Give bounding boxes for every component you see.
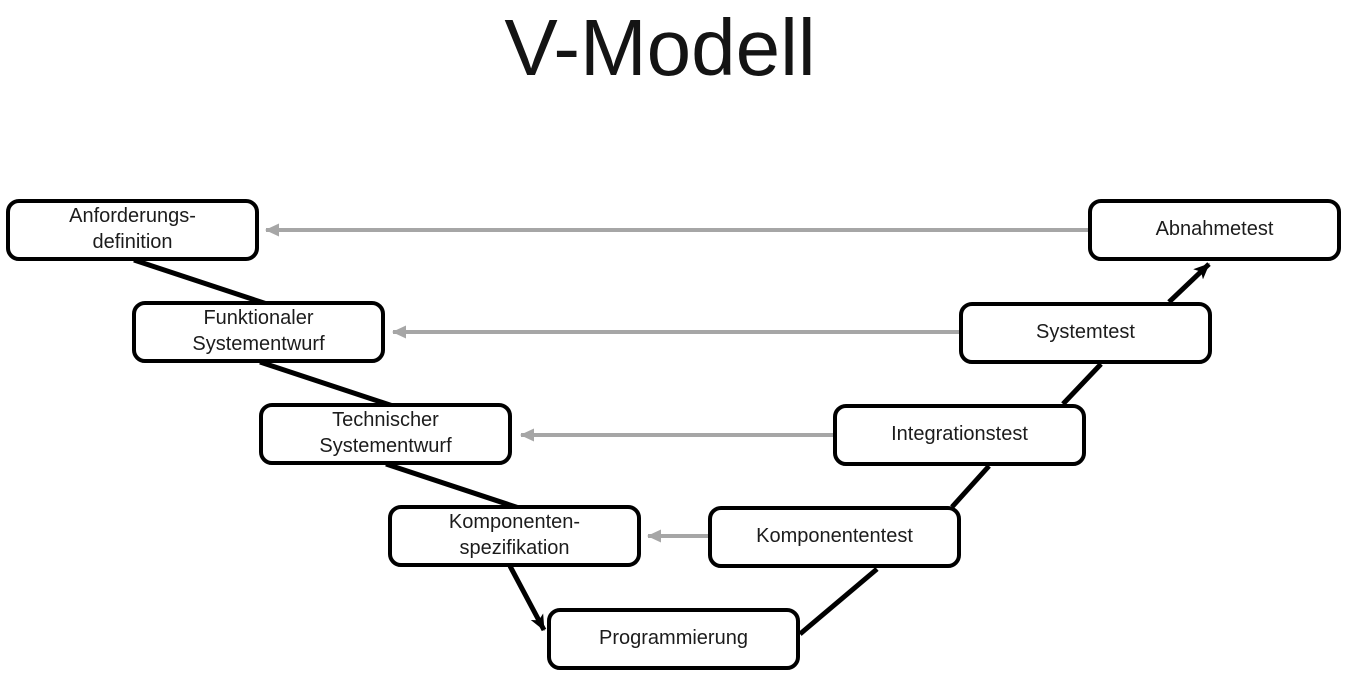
edge-komponenten-spezifikation-to-programmierung: [507, 564, 547, 632]
edge-integrationstest-to-systemtest: [1061, 362, 1103, 406]
edge-technischer-systementwurf-to-komponenten-spezifikation: [385, 461, 520, 511]
node-label: Programmierung: [599, 627, 748, 649]
node-label: Integrationstest: [891, 423, 1028, 445]
node-label: Komponenten- spezifikation: [448, 511, 581, 559]
node-label: Funktionaler Systementwurf: [192, 307, 325, 355]
node-komponententest: Komponententest: [708, 506, 961, 568]
node-label: Systemtest: [1036, 321, 1135, 343]
edge-systemtest-to-abnahmetest: [1167, 262, 1211, 304]
edge-komponententest-to-integrationstest: [950, 464, 991, 509]
edge-funktionaler-systementwurf-to-technischer-systementwurf: [259, 359, 394, 409]
node-komponenten-spezifikation: Komponenten- spezifikation: [388, 505, 641, 567]
node-technischer-systementwurf: Technischer Systementwurf: [259, 403, 512, 465]
node-anforderungsdefinition: Anforderungs- definition: [6, 199, 259, 261]
node-label: Komponententest: [756, 525, 913, 547]
diagram-title: V-Modell: [504, 3, 816, 92]
node-label: Anforderungs- definition: [69, 205, 196, 253]
node-label: Technischer Systementwurf: [319, 409, 452, 457]
node-label: Abnahmetest: [1155, 218, 1274, 240]
node-programmierung: Programmierung: [547, 608, 800, 670]
edge-anforderungsdefinition-to-funktionaler-systementwurf: [133, 257, 268, 307]
node-abnahmetest: Abnahmetest: [1088, 199, 1341, 261]
node-integrationstest: Integrationstest: [833, 404, 1086, 466]
node-systemtest: Systemtest: [959, 302, 1212, 364]
node-funktionaler-systementwurf: Funktionaler Systementwurf: [132, 301, 385, 363]
edge-programmierung-to-komponententest: [798, 567, 879, 636]
